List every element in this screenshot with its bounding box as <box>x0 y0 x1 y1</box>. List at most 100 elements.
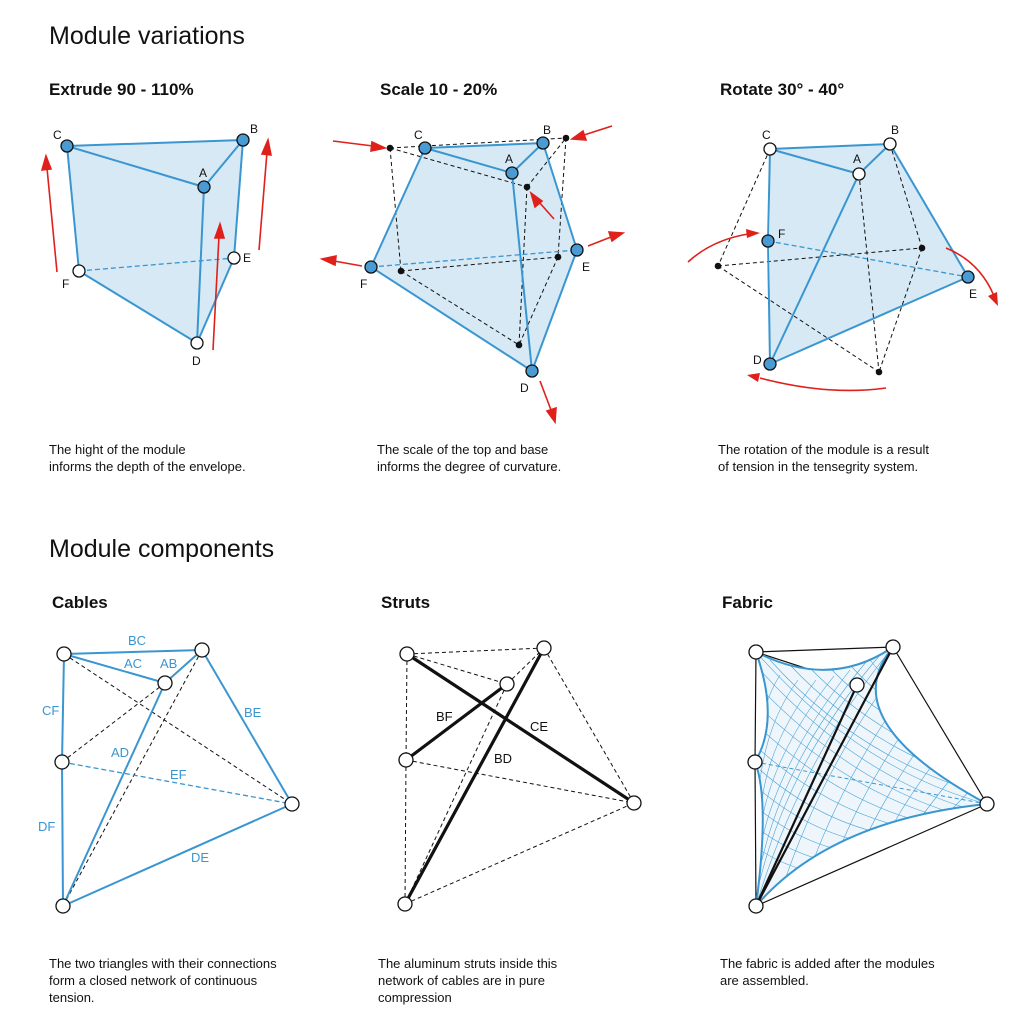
cables-solid <box>61 649 293 907</box>
section-title-components: Module components <box>49 535 275 563</box>
fabric-struts <box>754 646 894 907</box>
extrude-node-c <box>60 139 74 153</box>
caption-scale-line-2: informs the degree of curvature. <box>377 459 562 474</box>
caption-extrude-line-2: informs the depth of the envelope. <box>49 459 246 474</box>
rotate-original-nodes <box>714 244 926 376</box>
extrude-label-f: F <box>62 277 69 291</box>
caption-fabric: The fabric is added after the modules ar… <box>720 955 1020 989</box>
scale-label-e: E <box>582 260 590 274</box>
cables-node-d <box>55 898 71 914</box>
cable-label-bc: BC <box>128 633 146 648</box>
cables-struts-dashed <box>61 649 293 907</box>
caption-scale: The scale of the top and base informs th… <box>377 441 677 475</box>
rotate-node-d <box>763 357 777 371</box>
caption-cables-line-1: The two triangles with their connections <box>49 956 277 971</box>
fabric-cable-ef <box>754 761 988 805</box>
section-title-variations: Module variations <box>49 22 245 50</box>
cables-node-e <box>284 796 300 812</box>
rotate-node-c <box>763 142 777 156</box>
caption-extrude: The hight of the module informs the dept… <box>49 441 349 475</box>
scale-arrows <box>319 125 626 425</box>
struts-solid <box>403 647 635 905</box>
rotate-original-outline <box>717 143 923 373</box>
fabric-node-b <box>885 639 901 655</box>
cables-node-c <box>56 646 72 662</box>
scale-node-b <box>536 136 550 150</box>
rotate-label-b: B <box>891 123 899 137</box>
caption-fabric-line-1: The fabric is added after the modules <box>720 956 935 971</box>
cable-ef <box>61 761 293 805</box>
cable-label-ac: AC <box>124 656 142 671</box>
extrude-label-d: D <box>192 354 201 368</box>
caption-struts: The aluminum struts inside this network … <box>378 955 678 1006</box>
cable-label-be: BE <box>244 705 262 720</box>
caption-rotate-line-2: of tension in the tensegrity system. <box>718 459 919 474</box>
rotate-label-f: F <box>778 227 785 241</box>
rotate-label-e: E <box>969 287 977 301</box>
caption-rotate: The rotation of the module is a result o… <box>718 441 1018 475</box>
caption-cables-line-3: tension. <box>49 990 95 1005</box>
struts-node-c <box>399 646 415 662</box>
panel-title-extrude: Extrude 90 - 110% <box>49 80 194 99</box>
panel-title-cables: Cables <box>52 593 108 612</box>
panel-title-rotate: Rotate 30° - 40° <box>720 80 845 99</box>
scale-node-f <box>364 260 378 274</box>
struts-node-e <box>626 795 642 811</box>
cable-label-ad: AD <box>111 745 129 760</box>
rotate-module-fill <box>770 144 968 364</box>
rotate-label-c: C <box>762 128 771 142</box>
extrude-node-b <box>236 133 250 147</box>
struts-node-a <box>499 676 515 692</box>
struts-node-f <box>398 752 414 768</box>
extrude-node-a <box>197 180 211 194</box>
cable-label-df: DF <box>38 819 55 834</box>
scale-cables <box>370 142 578 372</box>
rotate-arrowheads <box>746 229 998 382</box>
scale-node-d <box>525 364 539 378</box>
cable-label-de: DE <box>191 850 209 865</box>
extrude-cables <box>66 139 244 344</box>
struts-node-d <box>397 896 413 912</box>
scale-node-e <box>570 243 584 257</box>
fabric-node-f <box>747 754 763 770</box>
cable-label-ab: AB <box>160 656 177 671</box>
extrude-cable-ef <box>78 257 235 272</box>
extrude-label-e: E <box>243 251 251 265</box>
scale-label-f: F <box>360 277 367 291</box>
cables-node-b <box>194 642 210 658</box>
strut-label-bf: BF <box>436 709 453 724</box>
panel-title-scale: Scale 10 - 20% <box>380 80 498 99</box>
cables-node-a <box>157 675 173 691</box>
scale-label-b: B <box>543 123 551 137</box>
rotate-cables <box>767 143 969 365</box>
rotate-label-d: D <box>753 353 762 367</box>
caption-cables: The two triangles with their connections… <box>49 955 349 1006</box>
struts-cables-dashed <box>404 647 635 905</box>
caption-cables-line-2: form a closed network of continuous <box>49 973 258 988</box>
extrude-node-f <box>72 264 86 278</box>
fabric-node-a <box>849 677 865 693</box>
scale-original-nodes <box>386 134 570 349</box>
rotate-node-a <box>852 167 866 181</box>
caption-struts-line-1: The aluminum struts inside this <box>378 956 558 971</box>
extrude-label-a: A <box>199 166 207 180</box>
extrude-node-e <box>227 251 241 265</box>
extrude-arrows <box>40 137 272 351</box>
rotate-arrows <box>687 233 995 392</box>
rotate-node-b <box>883 137 897 151</box>
caption-rotate-line-1: The rotation of the module is a result <box>718 442 930 457</box>
extrude-label-c: C <box>53 128 62 142</box>
extrude-label-b: B <box>250 122 258 136</box>
caption-scale-line-1: The scale of the top and base <box>377 442 549 457</box>
extrude-node-d <box>190 336 204 350</box>
rotate-node-e <box>961 270 975 284</box>
fabric-node-c <box>748 644 764 660</box>
rotate-node-f <box>761 234 775 248</box>
scale-label-c: C <box>414 128 423 142</box>
